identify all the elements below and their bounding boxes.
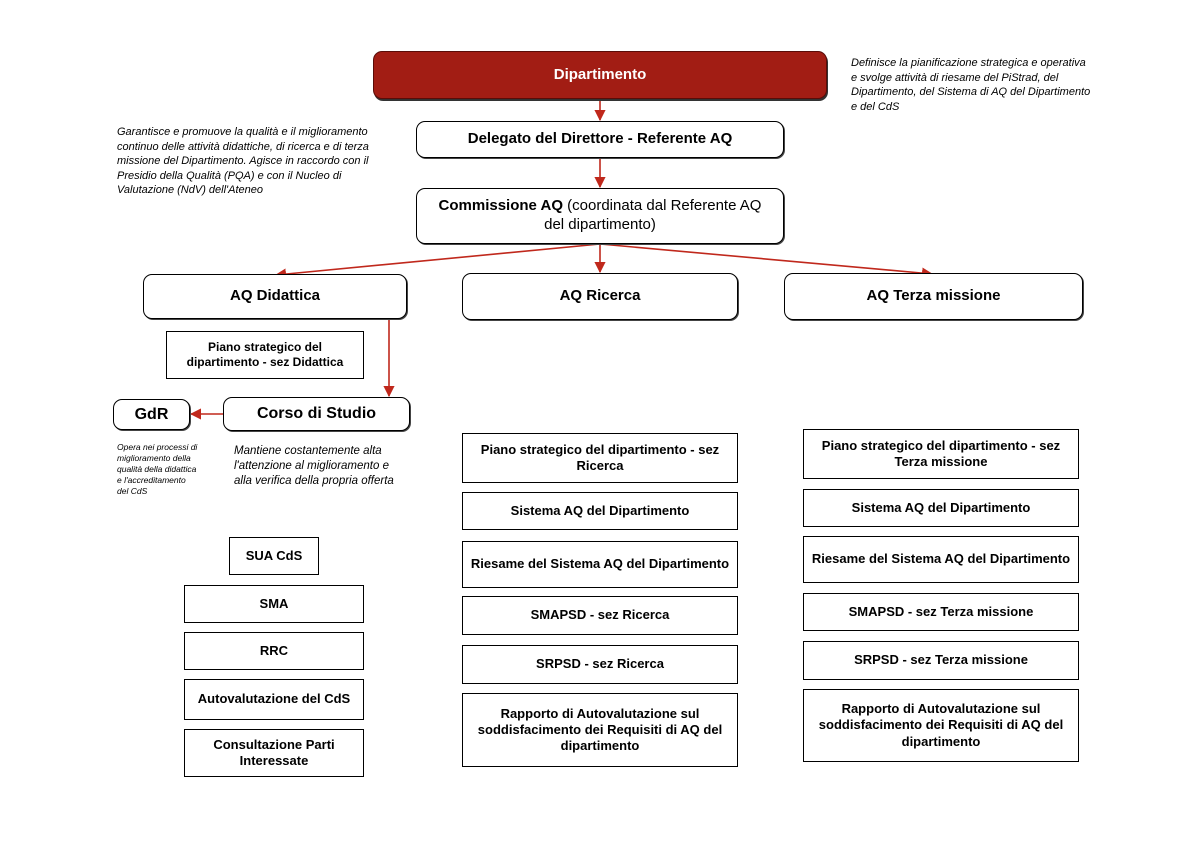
terza-item-sistema-aq: Sistema AQ del Dipartimento (803, 489, 1079, 527)
terza-item-srpsd: SRPSD - sez Terza missione (803, 641, 1079, 680)
note-dipartimento: Definisce la pianificazione strategica e… (851, 57, 1091, 113)
node-gdr-label: GdR (134, 405, 169, 423)
terza-item-label: Piano strategico del dipartimento - sez … (821, 437, 1061, 469)
node-corso-di-studio-label: Corso di Studio (256, 405, 377, 422)
ricerca-item-piano-strategico: Piano strategico del dipartimento - sez … (462, 433, 738, 483)
commissione-subtitle: (coordinata dal Referente AQ del diparti… (544, 197, 762, 233)
ricerca-item-label: Piano strategico del dipartimento - sez … (480, 441, 720, 473)
ricerca-item-label: Riesame del Sistema AQ del Dipartimento (470, 556, 730, 572)
didattica-item-label: Consultazione Parti Interessate (213, 736, 335, 768)
note-corso-di-studio: Mantiene costantemente alta l'attenzione… (234, 445, 394, 488)
didattica-item-autovalutazione: Autovalutazione del CdS (184, 679, 364, 720)
terza-item-label: Rapporto di Autovalutazione sul soddisfa… (818, 701, 1064, 749)
node-piano-didattica: Piano strategico del dipartimento - sez … (166, 331, 364, 379)
ricerca-item-label: SMAPSD - sez Ricerca (530, 607, 670, 623)
node-commissione-label: Commissione AQ (coordinata dal Referente… (431, 197, 769, 235)
node-gdr: GdR (113, 399, 190, 430)
node-delegato: Delegato del Direttore - Referente AQ (416, 121, 784, 158)
node-piano-didattica-label: Piano strategico del dipartimento - sez … (186, 340, 344, 369)
ricerca-item-smapsd: SMAPSD - sez Ricerca (462, 596, 738, 635)
terza-item-label: SRPSD - sez Terza missione (854, 652, 1028, 668)
didattica-item-label: SUA CdS (245, 547, 303, 563)
terza-item-riesame: Riesame del Sistema AQ del Dipartimento (803, 536, 1079, 583)
ricerca-item-sistema-aq: Sistema AQ del Dipartimento (462, 492, 738, 530)
node-delegato-label: Delegato del Direttore - Referente AQ (467, 130, 733, 148)
node-aq-ricerca-label: AQ Ricerca (559, 287, 641, 305)
node-corso-di-studio: Corso di Studio (223, 397, 410, 431)
node-aq-terza-missione: AQ Terza missione (784, 273, 1083, 320)
commissione-title: Commissione AQ (438, 197, 563, 215)
didattica-item-rrc: RRC (184, 632, 364, 670)
note-delegato: Garantisce e promuove la qualità e il mi… (117, 126, 369, 197)
ricerca-item-rapporto-autovalutazione: Rapporto di Autovalutazione sul soddisfa… (462, 693, 738, 767)
terza-item-smapsd: SMAPSD - sez Terza missione (803, 593, 1079, 631)
node-dipartimento: Dipartimento (373, 51, 827, 99)
node-aq-ricerca: AQ Ricerca (462, 273, 738, 320)
node-aq-terza-missione-label: AQ Terza missione (866, 287, 1001, 305)
didattica-item-sua-cds: SUA CdS (229, 537, 319, 575)
terza-item-label: Riesame del Sistema AQ del Dipartimento (811, 551, 1071, 567)
didattica-item-label: Autovalutazione del CdS (197, 691, 351, 707)
ricerca-item-label: Sistema AQ del Dipartimento (510, 502, 690, 518)
node-dipartimento-label: Dipartimento (553, 65, 647, 83)
ricerca-item-label: SRPSD - sez Ricerca (536, 656, 664, 672)
node-aq-didattica-label: AQ Didattica (229, 287, 320, 305)
terza-item-label: SMAPSD - sez Terza missione (848, 603, 1034, 619)
terza-item-piano-strategico: Piano strategico del dipartimento - sez … (803, 429, 1079, 479)
node-aq-didattica: AQ Didattica (143, 274, 407, 319)
ricerca-item-srpsd: SRPSD - sez Ricerca (462, 645, 738, 684)
ricerca-item-label: Rapporto di Autovalutazione sul soddisfa… (477, 705, 723, 754)
didattica-item-label: RRC (259, 642, 289, 658)
ricerca-item-riesame: Riesame del Sistema AQ del Dipartimento (462, 541, 738, 588)
didattica-item-label: SMA (259, 595, 289, 611)
didattica-item-sma: SMA (184, 585, 364, 623)
terza-item-label: Sistema AQ del Dipartimento (851, 499, 1031, 515)
didattica-item-consultazione: Consultazione Parti Interessate (184, 729, 364, 777)
terza-item-rapporto-autovalutazione: Rapporto di Autovalutazione sul soddisfa… (803, 689, 1079, 762)
arrow-commissione-to-didattica (274, 243, 601, 280)
note-gdr: Opera nei processi di miglioramento dell… (117, 442, 198, 496)
arrow-commissione-to-terza (599, 243, 934, 279)
node-commissione: Commissione AQ (coordinata dal Referente… (416, 188, 784, 244)
